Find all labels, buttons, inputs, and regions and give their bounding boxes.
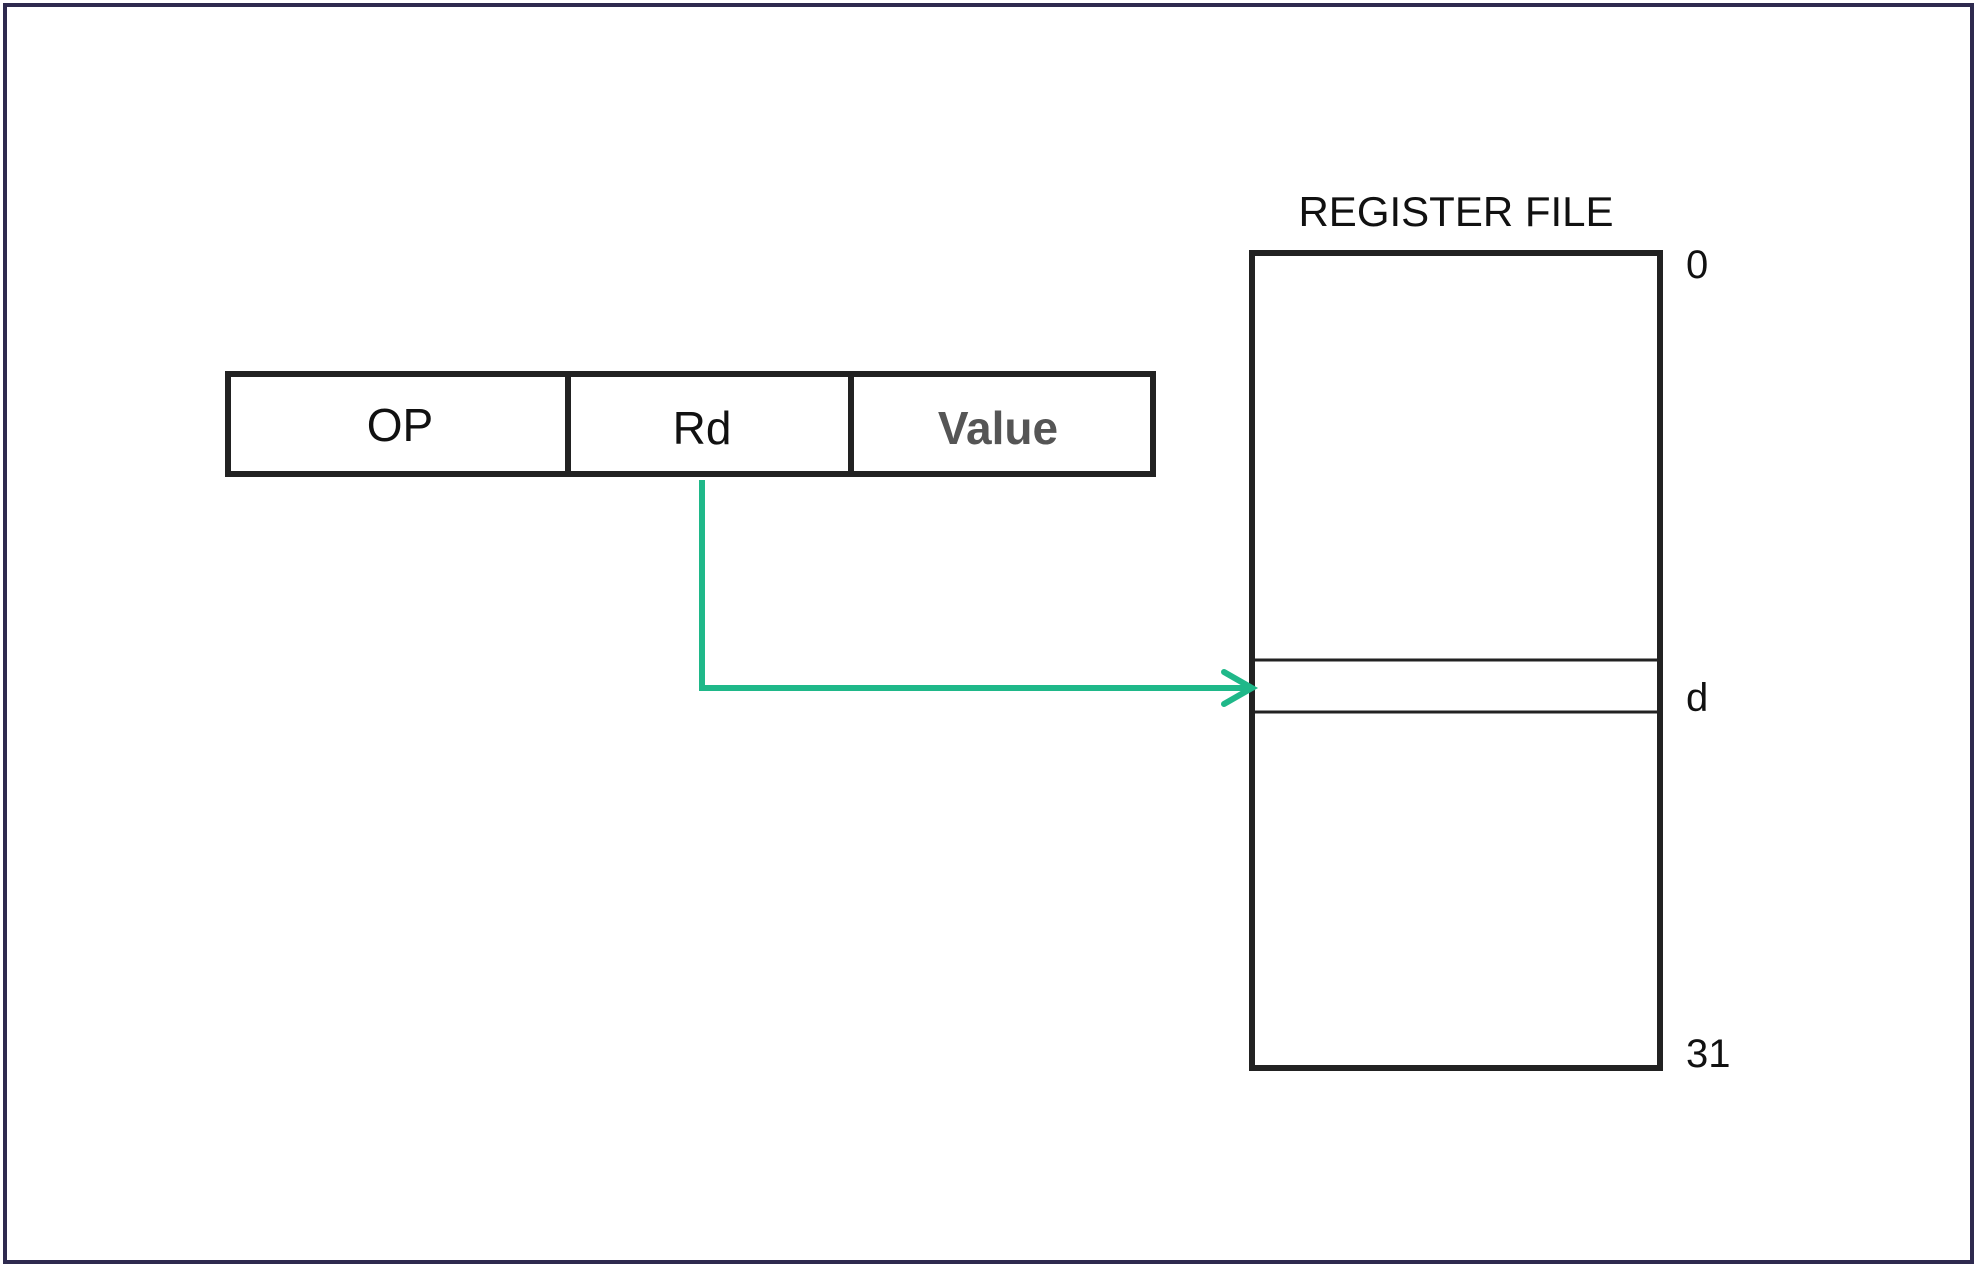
- register-file-title: REGISTER FILE: [1298, 188, 1613, 235]
- register-index-top: 0: [1686, 243, 1708, 287]
- arrow-path: [699, 480, 1250, 691]
- field-op-label: OP: [367, 399, 433, 451]
- instruction-format: OP Rd Value: [225, 371, 1156, 477]
- field-value-label: Value: [938, 402, 1058, 454]
- arrow-head: [1221, 669, 1259, 707]
- register-file: REGISTER FILE 0 d 31: [1249, 188, 1731, 1076]
- instruction-outline: [225, 371, 1156, 477]
- register-index-selected: d: [1686, 676, 1708, 720]
- register-index-bottom: 31: [1686, 1032, 1731, 1076]
- rd-to-register-arrow: [699, 480, 1259, 707]
- field-rd-label: Rd: [673, 402, 732, 454]
- diagram-frame: [3, 3, 1974, 1264]
